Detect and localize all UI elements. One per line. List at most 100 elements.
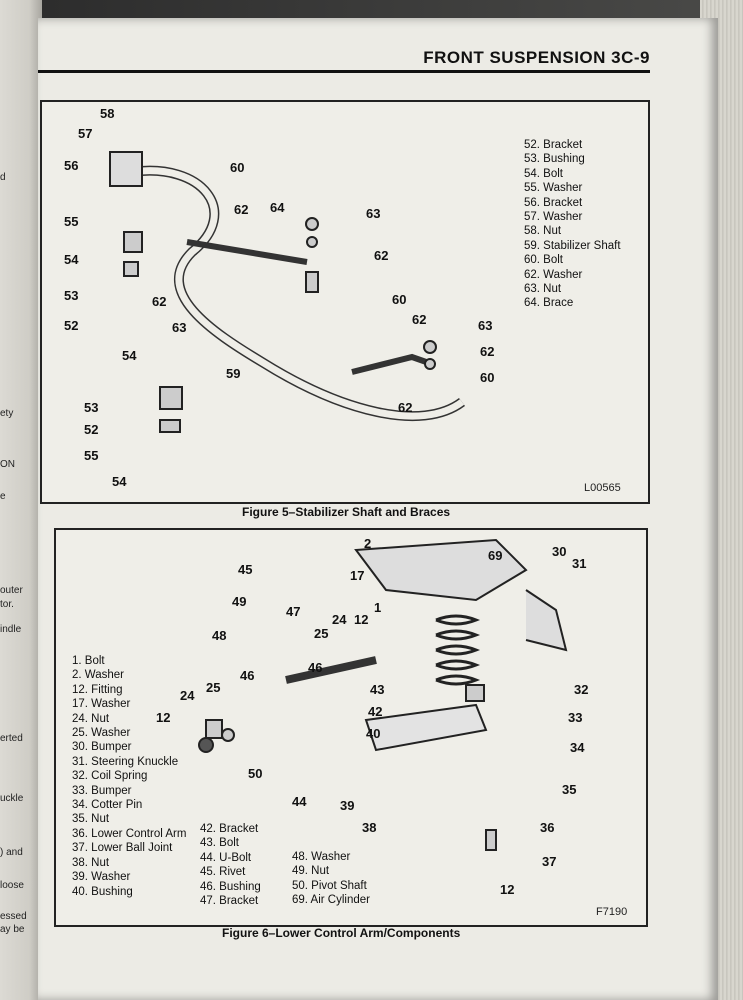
- callout: 55: [84, 448, 99, 463]
- figure-6-drawing: [198, 538, 568, 851]
- callout: 2: [364, 536, 372, 551]
- callout: 58: [100, 106, 115, 121]
- callout: 57: [78, 126, 93, 141]
- callout: 38: [362, 820, 377, 835]
- page-title: FRONT SUSPENSION 3C-9: [423, 48, 650, 67]
- callout: 54: [122, 348, 137, 363]
- callout: 56: [64, 158, 79, 173]
- legend-item: 38. Nut: [72, 856, 110, 869]
- legend-item: 69. Air Cylinder: [292, 894, 370, 907]
- left-page-fragment: d: [0, 172, 6, 183]
- callout: 63: [478, 318, 493, 333]
- callout: 36: [540, 820, 555, 835]
- figure-6-caption: Figure 6–Lower Control Arm/Components: [222, 926, 461, 940]
- left-page-fragment: ety: [0, 408, 14, 419]
- callout: 62: [398, 400, 413, 415]
- legend-item: 59. Stabilizer Shaft: [524, 239, 621, 252]
- figure-5-caption: Figure 5–Stabilizer Shaft and Braces: [242, 505, 451, 519]
- callout: 12: [156, 710, 171, 725]
- callout: 12: [354, 612, 369, 627]
- callout: 62: [152, 294, 167, 309]
- callout: 52: [64, 318, 79, 333]
- legend-item: 55. Washer: [524, 182, 583, 195]
- callout: 60: [230, 160, 245, 175]
- callout: 44: [292, 794, 307, 809]
- figure-5-legend: 52. Bracket 53. Bushing 54. Bolt 55. Was…: [524, 138, 621, 311]
- callout: 59: [226, 366, 241, 381]
- callout: 53: [64, 288, 79, 303]
- callout: 50: [248, 766, 263, 781]
- figure-5-drawing: [109, 151, 465, 433]
- callout: 12: [500, 882, 515, 897]
- callout: 46: [240, 668, 255, 683]
- legend-item: 50. Pivot Shaft: [292, 879, 367, 892]
- figure-6-control-arm: 1. Bolt 2. Washer 12. Fitting 17. Washer…: [54, 528, 648, 927]
- legend-item: 17. Washer: [72, 698, 131, 711]
- callout: 46: [308, 660, 323, 675]
- callout: 63: [172, 320, 187, 335]
- callout: 34: [570, 740, 585, 755]
- callout: 54: [64, 252, 79, 267]
- callout: 55: [64, 214, 79, 229]
- callout: 30: [552, 544, 567, 559]
- legend-item: 35. Nut: [72, 813, 110, 826]
- figure-6-legend-c: 48. Washer 49. Nut 50. Pivot Shaft 69. A…: [292, 850, 370, 908]
- left-page-fragment: erted: [0, 733, 23, 744]
- left-page-fragment: ay be: [0, 924, 25, 935]
- figure-5-stabilizer: 52. Bracket 53. Bushing 54. Bolt 55. Was…: [40, 100, 650, 504]
- legend-item: 25. Washer: [72, 727, 131, 740]
- legend-item: 24. Nut: [72, 712, 110, 725]
- legend-item: 46. Bushing: [200, 880, 261, 893]
- legend-item: 48. Washer: [292, 851, 351, 863]
- legend-item: 44. U-Bolt: [200, 851, 252, 864]
- callout: 1: [374, 600, 382, 615]
- callout: 62: [234, 202, 249, 217]
- legend-item: 43. Bolt: [200, 837, 239, 850]
- callout: 40: [366, 726, 381, 741]
- left-page-fragment: essed: [0, 911, 27, 922]
- legend-item: 39. Washer: [72, 871, 131, 884]
- callout: 60: [480, 370, 495, 385]
- legend-item: 1. Bolt: [72, 655, 105, 667]
- callout: 60: [392, 292, 407, 307]
- callout: 63: [366, 206, 381, 221]
- legend-item: 34. Cotter Pin: [72, 799, 143, 812]
- callout: 45: [238, 562, 253, 577]
- callout: 24: [180, 688, 195, 703]
- legend-item: 49. Nut: [292, 865, 330, 878]
- left-page-fragment: outer: [0, 585, 23, 596]
- callout: 39: [340, 798, 355, 813]
- legend-item: 52. Bracket: [524, 139, 583, 151]
- left-page-edge: d ety ON e outer tor. indle erted uckle …: [0, 0, 42, 1000]
- left-page-fragment: indle: [0, 624, 22, 635]
- callout: 31: [572, 556, 587, 571]
- callout: 53: [84, 400, 99, 415]
- legend-item: 33. Bumper: [72, 784, 132, 797]
- callout: 62: [412, 312, 427, 327]
- legend-item: 37. Lower Ball Joint: [72, 842, 173, 855]
- callout: 37: [542, 854, 557, 869]
- figure-5-code: L00565: [584, 482, 621, 494]
- legend-item: 60. Bolt: [524, 254, 563, 267]
- legend-item: 62. Washer: [524, 268, 583, 281]
- legend-item: 40. Bushing: [72, 885, 133, 898]
- callout: 25: [314, 626, 329, 641]
- legend-item: 53. Bushing: [524, 153, 585, 166]
- callout: 49: [232, 594, 247, 609]
- callout: 42: [368, 704, 383, 719]
- callout: 32: [574, 682, 589, 697]
- figure-6-legend-a: 1. Bolt 2. Washer 12. Fitting 17. Washer…: [72, 654, 186, 899]
- legend-item: 63. Nut: [524, 283, 562, 296]
- left-page-fragment: ) and: [0, 847, 23, 858]
- callout: 62: [480, 344, 495, 359]
- legend-item: 31. Steering Knuckle: [72, 755, 179, 768]
- callout: 24: [332, 612, 347, 627]
- callout: 52: [84, 422, 99, 437]
- figure-6-code: F7190: [596, 906, 628, 918]
- legend-item: 12. Fitting: [72, 683, 123, 696]
- callout: 33: [568, 710, 583, 725]
- legend-item: 57. Washer: [524, 211, 583, 224]
- left-page-fragment: tor.: [0, 599, 14, 610]
- callout: 43: [370, 682, 385, 697]
